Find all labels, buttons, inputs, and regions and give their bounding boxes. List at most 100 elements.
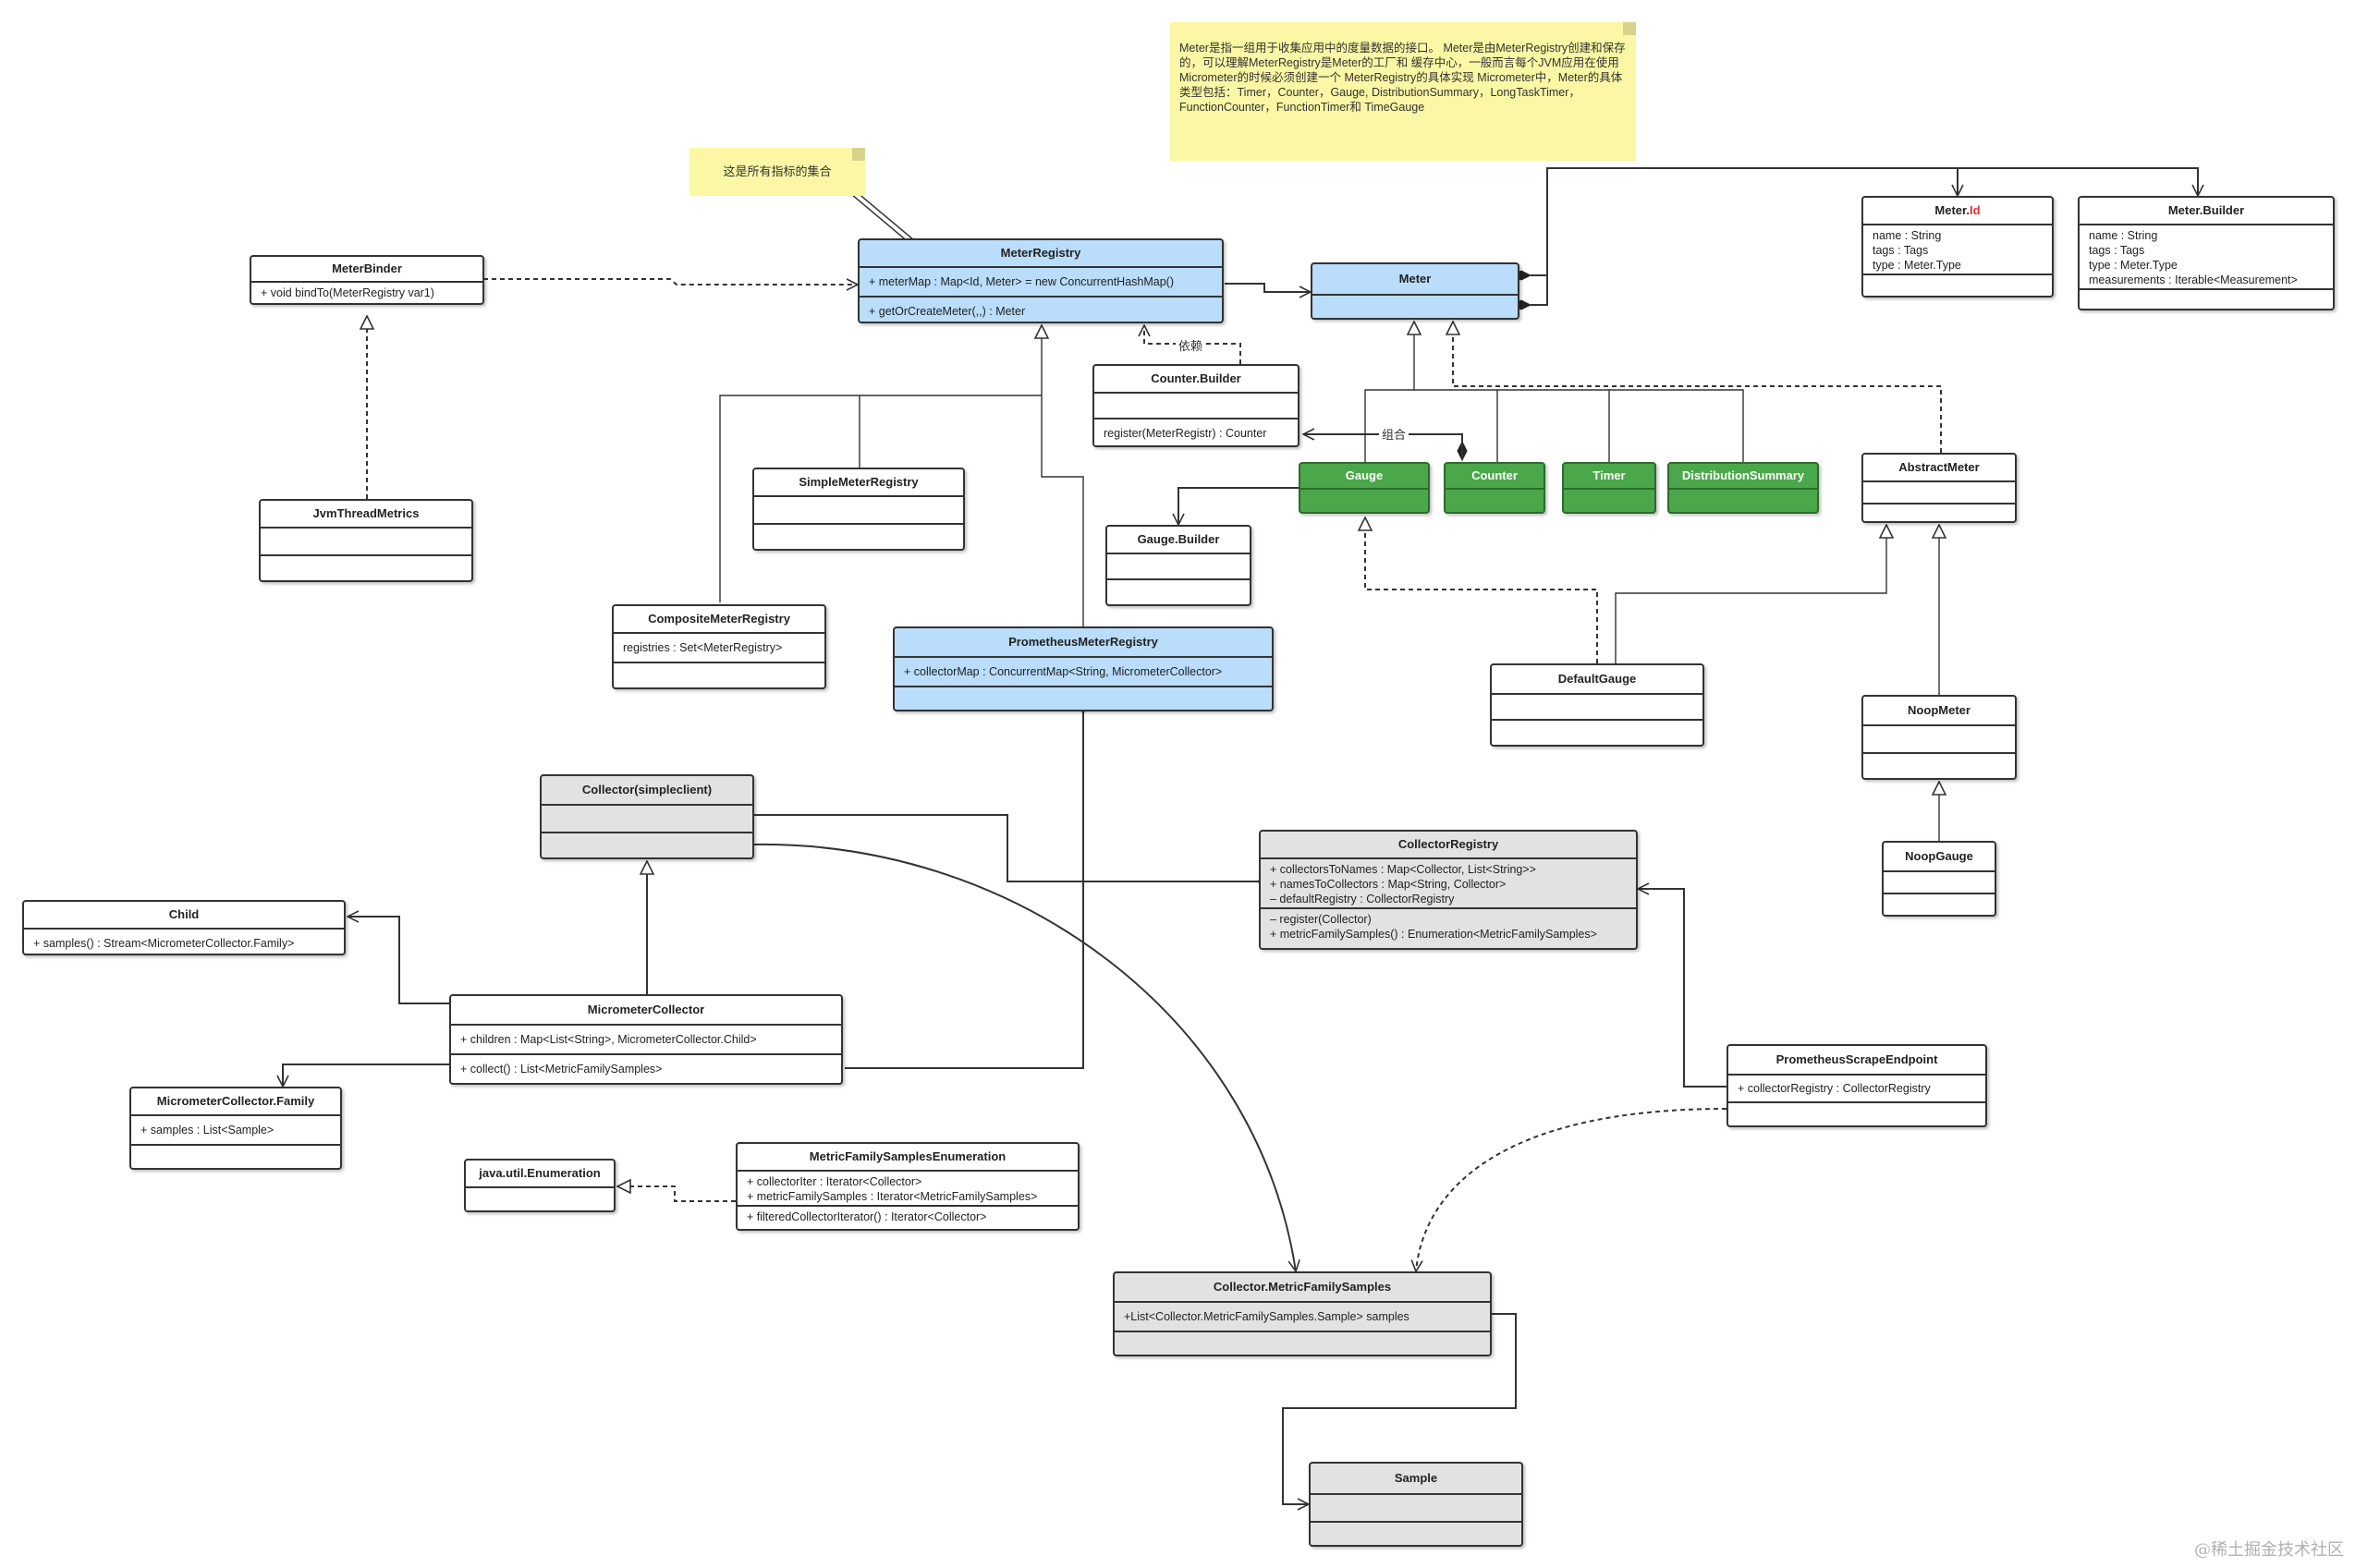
class-title: Meter.Id	[1863, 198, 2052, 224]
class-title: DistributionSummary	[1681, 468, 1805, 482]
class-attributes	[261, 527, 471, 554]
attribute: registries : Set<MeterRegistry>	[623, 641, 783, 654]
class-meter-registry[interactable]: MeterRegistry + meterMap : Map<Id, Meter…	[858, 238, 1224, 323]
class-java-util-enumeration[interactable]: java.util.Enumeration	[464, 1159, 616, 1212]
class-operations	[754, 523, 963, 549]
attribute: – defaultRegistry : CollectorRegistry	[1270, 893, 1455, 906]
depends-label: 依赖	[1176, 336, 1206, 354]
class-simple-meter-registry[interactable]: SimpleMeterRegistry	[752, 468, 965, 551]
class-title: DefaultGauge	[1557, 672, 1637, 686]
class-timer[interactable]: Timer	[1562, 462, 1656, 514]
class-attributes	[1863, 724, 2015, 752]
class-title: Counter	[1471, 468, 1518, 482]
class-operations	[1107, 578, 1250, 604]
class-operations	[1492, 719, 1702, 745]
note-line: DistributionSummary，LongTaskTimer，Functi…	[1179, 86, 1580, 114]
class-operations	[895, 686, 1272, 710]
class-collector-simpleclient[interactable]: Collector(simpleclient)	[540, 774, 754, 859]
attribute: +List<Collector.MetricFamilySamples.Samp…	[1124, 1310, 1409, 1323]
class-title: Sample	[1394, 1471, 1438, 1485]
class-operations	[1863, 273, 2052, 296]
class-prometheus-meter-registry[interactable]: PrometheusMeterRegistry + collectorMap :…	[893, 626, 1274, 711]
operation: register(MeterRegistr) : Counter	[1104, 427, 1267, 440]
class-attributes: + collectorsToNames : Map<Collector, Lis…	[1261, 857, 1636, 907]
class-title: java.util.Enumeration	[479, 1166, 601, 1180]
operation: + collect() : List<MetricFamilySamples>	[460, 1063, 663, 1076]
watermark: @稀土掘金技术社区	[2194, 1540, 2344, 1560]
attribute: + namesToCollectors : Map<String, Collec…	[1270, 878, 1507, 891]
attribute: + children : Map<List<String>, Micromete…	[460, 1033, 757, 1046]
class-counter-builder[interactable]: Counter.Builder register(MeterRegistr) :…	[1092, 364, 1300, 447]
attribute: + collectorRegistry : CollectorRegistry	[1738, 1082, 1931, 1095]
class-abstract-meter[interactable]: AbstractMeter	[1861, 453, 2017, 523]
class-title: Child	[168, 907, 200, 921]
class-attributes: + collectorMap : ConcurrentMap<String, M…	[895, 656, 1272, 686]
attribute: name : String	[1873, 229, 1942, 242]
class-child[interactable]: Child + samples() : Stream<MicrometerCol…	[22, 900, 346, 955]
class-operations: + collect() : List<MetricFamilySamples>	[451, 1053, 841, 1083]
class-micrometer-collector-family[interactable]: MicrometerCollector.Family + samples : L…	[129, 1087, 342, 1170]
attribute: + metricFamilySamples : Iterator<MetricF…	[747, 1190, 1038, 1203]
class-attributes: registries : Set<MeterRegistry>	[614, 632, 824, 662]
class-operations	[1884, 893, 1995, 915]
class-prometheus-scrape-endpoint[interactable]: PrometheusScrapeEndpoint + collectorRegi…	[1727, 1044, 1987, 1127]
class-title: PrometheusMeterRegistry	[1008, 635, 1158, 649]
class-title: Meter.Builder	[2167, 203, 2245, 217]
attribute: tags : Tags	[2089, 244, 2145, 257]
class-operations	[131, 1144, 340, 1168]
note-line: Meter是指一组用于收集应用中的度量数据的接口。	[1179, 42, 1440, 55]
class-operations: + void bindTo(MeterRegistry var1)	[251, 281, 482, 303]
class-metric-family-samples-enumeration[interactable]: MetricFamilySamplesEnumeration + collect…	[736, 1142, 1080, 1231]
class-operations: register(MeterRegistr) : Counter	[1094, 418, 1298, 445]
class-attributes	[1492, 693, 1702, 719]
attribute: + samples() : Stream<MicrometerCollector…	[33, 937, 295, 950]
class-noop-gauge[interactable]: NoopGauge	[1882, 841, 1996, 917]
class-attributes: name : String tags : Tags type : Meter.T…	[2080, 224, 2333, 288]
note-line: Meter是由MeterRegistry创建和保存的，可以理解MeterRegi…	[1179, 42, 1626, 69]
class-attributes: name : String tags : Tags type : Meter.T…	[1863, 224, 2052, 273]
class-title-accent: Id	[1970, 203, 1981, 217]
note-text: 这是所有指标的集合	[723, 164, 832, 178]
class-attributes	[1863, 480, 2015, 503]
class-operations	[1728, 1101, 1985, 1125]
class-sample[interactable]: Sample	[1309, 1462, 1523, 1547]
class-noop-meter[interactable]: NoopMeter	[1861, 695, 2017, 780]
operation: + void bindTo(MeterRegistry var1)	[261, 286, 434, 299]
class-attributes	[1094, 392, 1298, 418]
class-collector-metric-family-samples[interactable]: Collector.MetricFamilySamples +List<Coll…	[1113, 1271, 1492, 1356]
operation: + getOrCreateMeter(,,) : Meter	[869, 305, 1026, 318]
class-meter-builder[interactable]: Meter.Builder name : String tags : Tags …	[2078, 196, 2335, 310]
class-operations	[614, 662, 824, 687]
class-meter[interactable]: Meter	[1311, 262, 1519, 320]
class-jvm-thread-metrics[interactable]: JvmThreadMetrics	[259, 499, 473, 582]
class-attributes: + children : Map<List<String>, Micromete…	[451, 1024, 841, 1053]
attribute: + meterMap : Map<Id, Meter> = new Concur…	[869, 275, 1175, 288]
class-title: MetricFamilySamplesEnumeration	[809, 1149, 1007, 1163]
class-meter-id[interactable]: Meter.Id name : String tags : Tags type …	[1861, 196, 2054, 298]
compose-label: 组合	[1379, 425, 1409, 443]
class-composite-meter-registry[interactable]: CompositeMeterRegistry registries : Set<…	[612, 604, 826, 689]
class-attributes: + collectorIter : Iterator<Collector> + …	[738, 1170, 1078, 1205]
class-attributes	[1312, 294, 1518, 318]
operation: + metricFamilySamples() : Enumeration<Me…	[1270, 928, 1597, 941]
class-title: Collector(simpleclient)	[581, 783, 713, 796]
class-gauge[interactable]: Gauge	[1299, 462, 1430, 514]
note-line: TimeGauge	[1364, 101, 1425, 114]
class-collector-registry[interactable]: CollectorRegistry + collectorsToNames : …	[1259, 830, 1638, 950]
class-distribution-summary[interactable]: DistributionSummary	[1667, 462, 1819, 514]
class-default-gauge[interactable]: DefaultGauge	[1490, 663, 1704, 747]
class-title: Meter	[1398, 272, 1432, 286]
class-title: MicrometerCollector.Family	[156, 1094, 315, 1108]
class-meter-binder[interactable]: MeterBinder + void bindTo(MeterRegistry …	[250, 255, 484, 305]
class-attributes: + samples : List<Sample>	[131, 1114, 340, 1144]
class-title: Gauge	[1345, 468, 1384, 482]
class-micrometer-collector[interactable]: MicrometerCollector + children : Map<Lis…	[449, 994, 843, 1085]
class-title: PrometheusScrapeEndpoint	[1775, 1052, 1938, 1066]
attribute: type : Meter.Type	[1873, 259, 1961, 272]
class-gauge-builder[interactable]: Gauge.Builder	[1105, 525, 1251, 606]
class-operations: – register(Collector) + metricFamilySamp…	[1261, 907, 1636, 944]
class-attributes	[1300, 488, 1428, 512]
class-title: CollectorRegistry	[1397, 837, 1499, 851]
class-attributes: + samples() : Stream<MicrometerCollector…	[24, 928, 344, 954]
class-counter[interactable]: Counter	[1444, 462, 1545, 514]
